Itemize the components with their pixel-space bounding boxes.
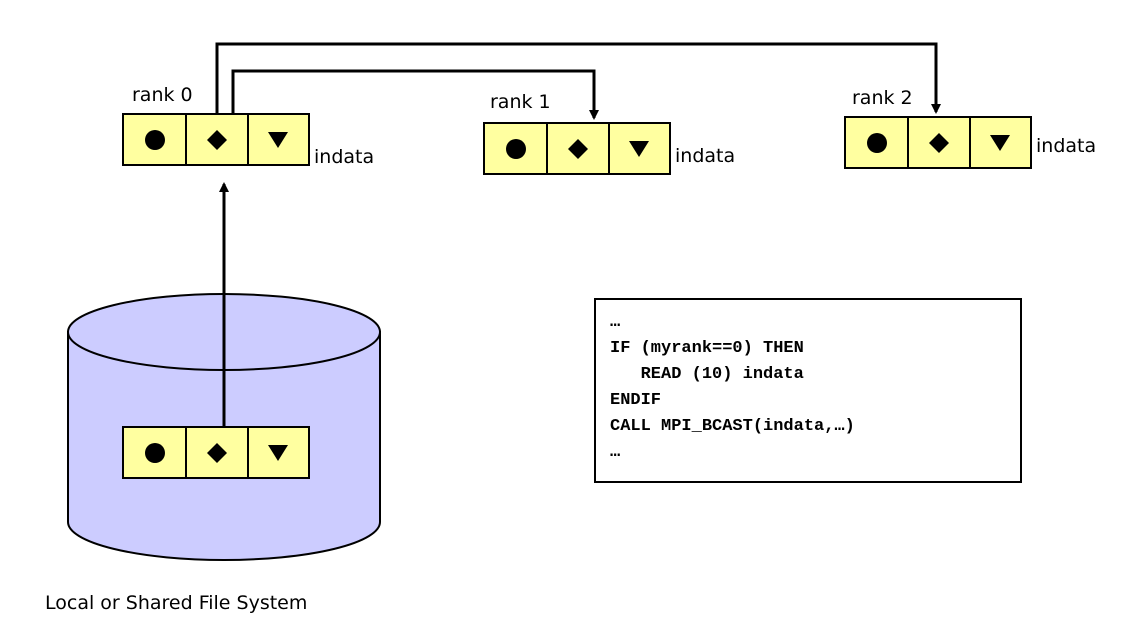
rank2-label: rank 2 <box>852 87 913 109</box>
rank0-label: rank 0 <box>132 84 193 106</box>
diamond-icon <box>206 442 227 463</box>
triangle-down-icon <box>268 131 289 148</box>
diamond-icon <box>567 138 588 159</box>
circle-cell <box>124 428 185 477</box>
rank2-buffer-label: indata <box>1036 135 1097 157</box>
diamond-cell <box>185 115 246 164</box>
triangle-cell <box>968 118 1030 167</box>
code-line: … <box>610 443 621 462</box>
triangle-cell <box>607 124 669 173</box>
file-system-label: Local or Shared File System <box>45 592 308 614</box>
rank1-array <box>483 122 671 175</box>
diamond-cell <box>185 428 246 477</box>
code-line: IF (myrank==0) THEN <box>610 339 804 358</box>
circle-icon <box>144 129 165 150</box>
code-line: ENDIF <box>610 391 662 410</box>
circle-icon <box>866 132 887 153</box>
bcast-arrow-rank2 <box>215 42 941 114</box>
triangle-down-icon <box>629 140 650 157</box>
diamond-icon <box>206 129 227 150</box>
diamond-icon <box>928 132 949 153</box>
circle-cell <box>124 115 185 164</box>
rank0-buffer-label: indata <box>314 146 375 168</box>
diamond-cell <box>546 124 607 173</box>
circle-cell <box>485 124 546 173</box>
code-snippet: … IF (myrank==0) THEN READ (10) indata E… <box>594 298 1022 483</box>
circle-icon <box>144 442 165 463</box>
triangle-cell <box>246 115 308 164</box>
rank1-buffer-label: indata <box>675 145 736 167</box>
code-line: … <box>610 313 621 332</box>
rank1-label: rank 1 <box>490 91 551 113</box>
rank2-array <box>844 116 1032 169</box>
file-data-array <box>122 426 310 479</box>
triangle-down-icon <box>990 134 1011 151</box>
triangle-down-icon <box>268 444 289 461</box>
rank0-array <box>122 113 310 166</box>
diamond-cell <box>907 118 968 167</box>
code-line: CALL MPI_BCAST(indata,…) <box>610 417 855 436</box>
bcast-arrow-rank1 <box>231 69 599 120</box>
circle-icon <box>505 138 526 159</box>
triangle-cell <box>246 428 308 477</box>
code-line: READ (10) indata <box>610 365 804 384</box>
circle-cell <box>846 118 907 167</box>
